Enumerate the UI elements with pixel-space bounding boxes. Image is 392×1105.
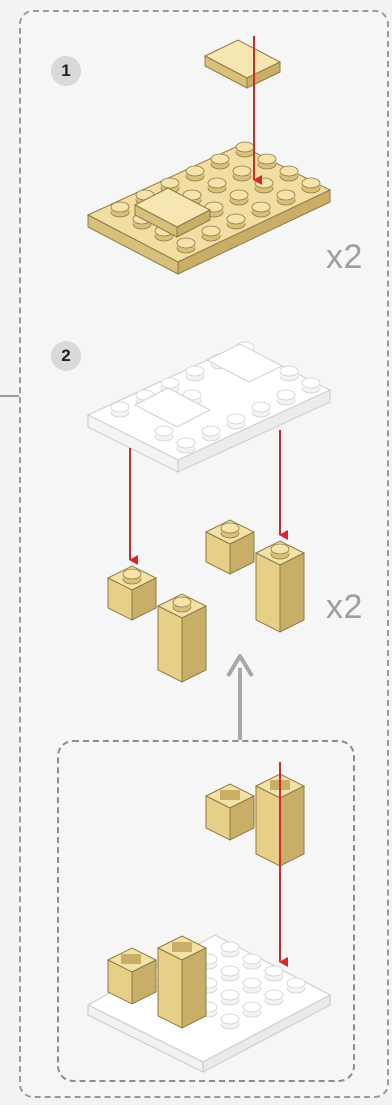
step-1-plate-assembly xyxy=(88,36,330,274)
sub-assembly-new-bricks xyxy=(206,774,304,866)
step-2-bricks-left xyxy=(108,566,206,682)
new-tile-piece xyxy=(205,40,280,88)
step-2-bricks-right xyxy=(206,520,304,632)
step-2-ghost-plate xyxy=(88,342,330,472)
grey-up-arrow-icon xyxy=(228,656,252,740)
